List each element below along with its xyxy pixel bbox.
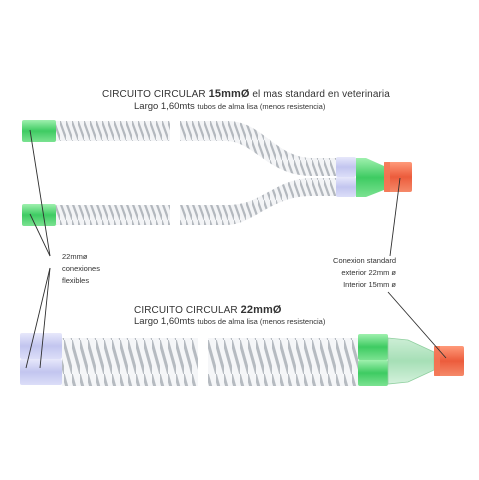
left-note-line: 22mmø bbox=[62, 252, 88, 261]
circuit-15mm bbox=[22, 120, 412, 226]
pointer-line-orange-15mm bbox=[389, 177, 401, 257]
pointer-line-upper-green bbox=[29, 129, 51, 257]
circuit-22mm bbox=[20, 333, 464, 386]
right-note-line: exterior 22mm ø bbox=[341, 268, 396, 277]
lavender-connector-22mm-lower bbox=[20, 359, 62, 385]
upper-tube-15mm bbox=[56, 121, 336, 176]
lavender-connector-lower bbox=[336, 177, 356, 197]
large-tube-lower-left bbox=[62, 362, 198, 386]
lower-tube-15mm bbox=[56, 178, 336, 225]
top-title-prefix: CIRCUITO CIRCULAR bbox=[102, 89, 206, 100]
pointer-line-orange-22mm bbox=[387, 291, 447, 359]
pointer-line-lavender-right bbox=[39, 267, 51, 369]
right-note-line: Conexion standard bbox=[333, 256, 396, 265]
left-connector-note: 22mmø conexiones flexibles bbox=[62, 251, 100, 287]
bottom-length-label: Largo 1,60mts bbox=[134, 316, 195, 327]
pointer-line-lavender-left bbox=[25, 267, 51, 369]
clear-y-piece-22mm bbox=[387, 337, 435, 385]
green-connector-22mm-lower bbox=[358, 360, 388, 386]
bottom-title-size: 22mmØ bbox=[240, 304, 282, 316]
green-y-piece-15mm bbox=[356, 158, 384, 197]
green-connector-top-lower bbox=[22, 204, 56, 226]
large-tube-upper-left bbox=[62, 338, 198, 362]
green-connector-top-upper bbox=[22, 120, 56, 142]
right-note-line: Interior 15mm ø bbox=[343, 280, 396, 289]
lavender-connector-22mm-upper bbox=[20, 333, 62, 359]
lavender-connector-upper bbox=[336, 157, 356, 177]
bottom-length-line: Largo 1,60mts tubos de alma lisa (menos … bbox=[134, 316, 326, 327]
left-note-line: conexiones bbox=[62, 264, 100, 273]
top-length-line: Largo 1,60mts tubos de alma lisa (menos … bbox=[134, 101, 326, 112]
pointer-line-lower-green bbox=[29, 213, 51, 257]
large-tube-lower-right bbox=[208, 362, 358, 386]
orange-connector-15mm bbox=[384, 162, 412, 192]
top-length-note: tubos de alma lisa (menos resistencia) bbox=[197, 102, 326, 111]
left-note-line: flexibles bbox=[62, 276, 90, 285]
large-tube-upper-right bbox=[208, 338, 358, 362]
bottom-title-prefix: CIRCUITO CIRCULAR bbox=[134, 305, 238, 316]
bottom-circuit-title: CIRCUITO CIRCULAR 22mmØ bbox=[134, 304, 282, 316]
top-length-label: Largo 1,60mts bbox=[134, 101, 195, 112]
green-connector-22mm-upper bbox=[358, 334, 388, 360]
top-circuit-title: CIRCUITO CIRCULAR 15mmØ el mas standard … bbox=[102, 88, 390, 100]
right-connector-note: Conexion standard exterior 22mm ø Interi… bbox=[314, 255, 396, 291]
bottom-length-note: tubos de alma lisa (menos resistencia) bbox=[197, 317, 326, 326]
annotation-lines bbox=[25, 129, 447, 369]
top-title-size: 15mmØ bbox=[208, 88, 250, 100]
top-title-suffix: el mas standard en veterinaria bbox=[252, 89, 390, 100]
